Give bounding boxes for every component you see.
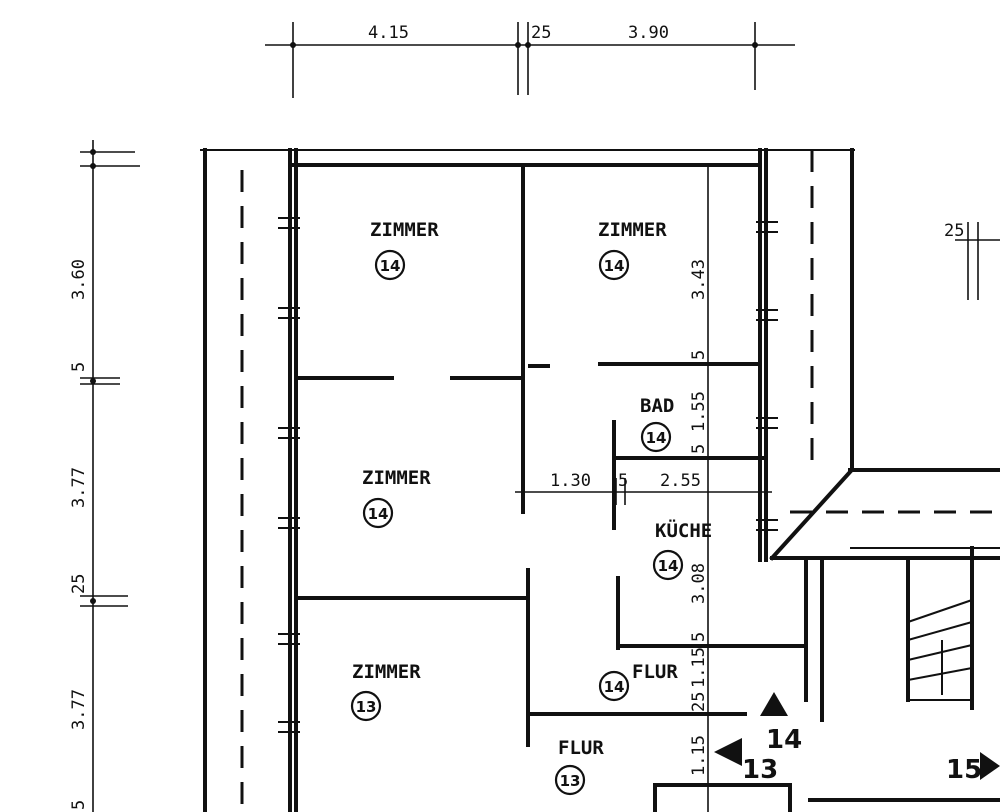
top-dimension-chain: 4.15 25 3.90 [265,22,795,98]
room-zimmer-3: ZIMMER 14 [362,467,431,529]
triangle-left-icon [714,738,742,766]
dim-inner-v2: 5 [689,350,709,360]
room-number: 13 [560,772,581,790]
room-label: ZIMMER [352,661,421,683]
section-marker-13: 13 [714,738,778,785]
dim-inner-v8: 25 [689,692,709,712]
dim-left-2: 5 [69,362,89,372]
room-zimmer-1: ZIMMER 14 [370,219,439,281]
room-label: FLUR [632,661,678,683]
dim-inner-v9: 1.15 [689,735,709,776]
room-number: 14 [646,429,667,447]
staircase-area [653,468,1000,812]
triangle-up-icon [760,692,788,716]
dim-inner-v3: 1.55 [689,391,709,432]
dim-inner-v6: 5 [689,632,709,642]
room-number: 14 [604,678,625,696]
dim-top-3: 3.90 [628,23,669,43]
section-marker-15: 15 [946,752,1000,785]
triangle-right-icon [980,752,1000,780]
left-dimension-chain: 3.60 5 3.77 25 3.77 5 [69,140,140,812]
dim-left-3: 3.77 [69,467,89,508]
room-flur-2: FLUR 13 [554,737,604,796]
inner-dimensions: 3.43 5 1.55 5 3.08 5 1.15 25 1.15 1.30 5… [515,165,1000,812]
marker-label: 13 [742,755,778,785]
room-label: KÜCHE [655,518,712,542]
room-number: 14 [380,257,401,275]
room-number: 14 [368,505,389,523]
room-flur-1: FLUR 14 [598,661,678,702]
dim-top-2: 25 [531,23,551,43]
dim-left-4: 25 [69,574,89,594]
room-zimmer-4: ZIMMER 13 [350,661,421,722]
dim-inner-h2: 5 [618,471,628,491]
dim-inner-h1: 1.30 [550,471,591,491]
room-kueche: KÜCHE 14 [652,518,712,581]
room-label: BAD [640,395,674,417]
marker-label: 15 [946,755,982,785]
room-number: 13 [356,698,377,716]
interior-walls [298,163,824,747]
dim-left-6: 5 [69,800,89,810]
dim-inner-v5: 3.08 [689,563,709,604]
room-label: ZIMMER [362,467,431,489]
dim-left-5: 3.77 [69,689,89,730]
section-marker-14: 14 [760,692,802,755]
room-label: ZIMMER [370,219,439,241]
dim-inner-v4: 5 [689,444,709,454]
room-label: FLUR [558,737,604,759]
dim-inner-v1: 3.43 [689,259,709,300]
dim-top-1: 4.15 [368,23,409,43]
room-zimmer-2: ZIMMER 14 [598,219,667,281]
room-bad: BAD 14 [640,395,674,453]
dim-left-1: 3.60 [69,259,89,300]
room-label: ZIMMER [598,219,667,241]
room-number: 14 [604,257,625,275]
marker-label: 14 [766,725,802,755]
dim-inner-v7: 1.15 [689,647,709,688]
room-number: 14 [658,557,679,575]
dim-right-1: 25 [944,221,964,241]
dim-inner-h3: 2.55 [660,471,701,491]
